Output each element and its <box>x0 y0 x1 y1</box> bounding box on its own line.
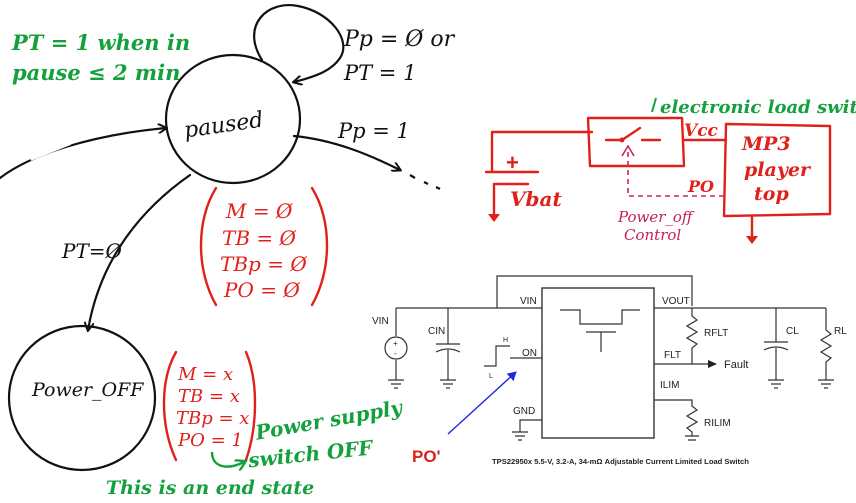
pin-on-label: ON <box>522 348 537 359</box>
battery-plus: + <box>506 150 519 175</box>
power-off-outputs-right-paren <box>244 350 257 462</box>
power-off-outputs-left-paren <box>162 350 178 462</box>
cl-label: CL <box>786 326 799 337</box>
pt-note-line2: pause ≤ 2 min <box>12 60 180 85</box>
power-supply-note-line1: Power supply <box>253 395 406 445</box>
battery-ground-symbol <box>488 214 500 222</box>
mp3-box-line1: MP3 <box>741 133 791 155</box>
battery-top-wire <box>490 130 594 147</box>
power-off-output-m: M = x <box>177 364 233 385</box>
to-power-off-arrow <box>88 173 192 330</box>
power-off-output-tbp: TBp = x <box>176 408 249 429</box>
po-label: PO <box>687 177 714 196</box>
end-state-note: This is an end state <box>106 477 314 499</box>
rflt-label: RFLT <box>704 328 728 339</box>
green-curl-arrow <box>210 451 244 467</box>
ic-fet-symbol <box>560 309 640 352</box>
pin-ilim-label: ILIM <box>660 380 679 391</box>
po-control-dashed <box>627 150 724 197</box>
rl-resistor <box>818 308 834 389</box>
switch-box <box>586 116 686 168</box>
battery-label: Vbat <box>510 187 562 211</box>
incoming-dash-gap <box>28 139 72 161</box>
ic-body <box>541 287 655 439</box>
gnd-wire <box>512 419 542 441</box>
cl-capacitor <box>763 308 789 389</box>
paused-output-po: PO = Ø <box>223 278 300 302</box>
paused-state-circle <box>164 53 302 185</box>
to-next-state-arrow <box>292 134 400 170</box>
power-off-control-line2: Control <box>624 226 681 244</box>
power-off-state-circle <box>7 324 157 472</box>
top-rail-wire <box>496 275 693 308</box>
paused-outputs-right-paren <box>310 186 329 307</box>
to-power-off-label: PT=Ø <box>61 239 123 263</box>
vcc-label: Vcc <box>684 121 719 141</box>
mp3-box-line2: player <box>744 159 812 181</box>
vin-source-wire-bottom <box>388 360 404 389</box>
po-prime-arrow <box>447 371 517 435</box>
po-control-arrowhead <box>621 144 635 157</box>
paused-outputs-left-paren <box>199 186 218 307</box>
power-off-output-tb: TB = x <box>178 386 240 407</box>
step-h-label: H <box>503 337 508 344</box>
self-loop-arrow <box>253 4 345 82</box>
step-l-label: L <box>489 373 493 380</box>
load-switch-title-mark <box>651 97 657 113</box>
mp3-ground-symbol <box>746 236 758 244</box>
rilim-label: RILIM <box>704 418 731 429</box>
switch-contact <box>604 126 662 142</box>
paused-state-label: paused <box>182 108 264 144</box>
vin-source-minus: - <box>394 349 397 358</box>
cin-label: CIN <box>428 326 445 337</box>
pt-note-line1: PT = 1 when in <box>11 30 190 55</box>
fault-label: Fault <box>724 359 748 371</box>
mp3-box-line3: top <box>754 183 789 205</box>
self-loop-label-line1: Pp = Ø or <box>343 27 456 52</box>
to-next-dots <box>409 174 441 190</box>
po-prime-label: PO' <box>412 447 441 466</box>
pin-flt-label: FLT <box>664 350 681 361</box>
pin-gnd-label: GND <box>513 406 535 417</box>
paused-output-m: M = Ø <box>225 199 293 223</box>
vin-source-symbol <box>384 336 408 360</box>
paused-output-tb: TB = Ø <box>222 226 297 250</box>
mp3-player-box <box>722 122 832 218</box>
pin-vout-label: VOUT <box>662 296 690 307</box>
power-off-output-po: PO = 1 <box>177 430 243 451</box>
switch-pivot <box>619 137 625 143</box>
power-off-state-label: Power_OFF <box>31 379 144 401</box>
schematic-caption: TPS22950x 5.5-V, 3.2-A, 34-mΩ Adjustable… <box>492 457 749 466</box>
paused-output-tbp: TBp = Ø <box>220 252 307 276</box>
power-off-control-line1: Power_off <box>617 208 695 226</box>
vin-source-plus: + <box>393 339 398 348</box>
to-next-label: Pp = 1 <box>337 119 410 143</box>
incoming-transition-arrow <box>0 128 166 180</box>
on-step-waveform <box>484 345 510 367</box>
rilim-resistor <box>654 399 699 441</box>
self-loop-label-line2: PT = 1 <box>343 61 416 85</box>
rflt-resistor <box>685 308 699 364</box>
cin-capacitor <box>435 308 461 389</box>
vin-source-label: VIN <box>372 316 389 327</box>
load-switch-title: electronic load switch <box>660 97 856 118</box>
pin-vin-label: VIN <box>520 296 537 307</box>
rl-label: RL <box>834 326 847 337</box>
